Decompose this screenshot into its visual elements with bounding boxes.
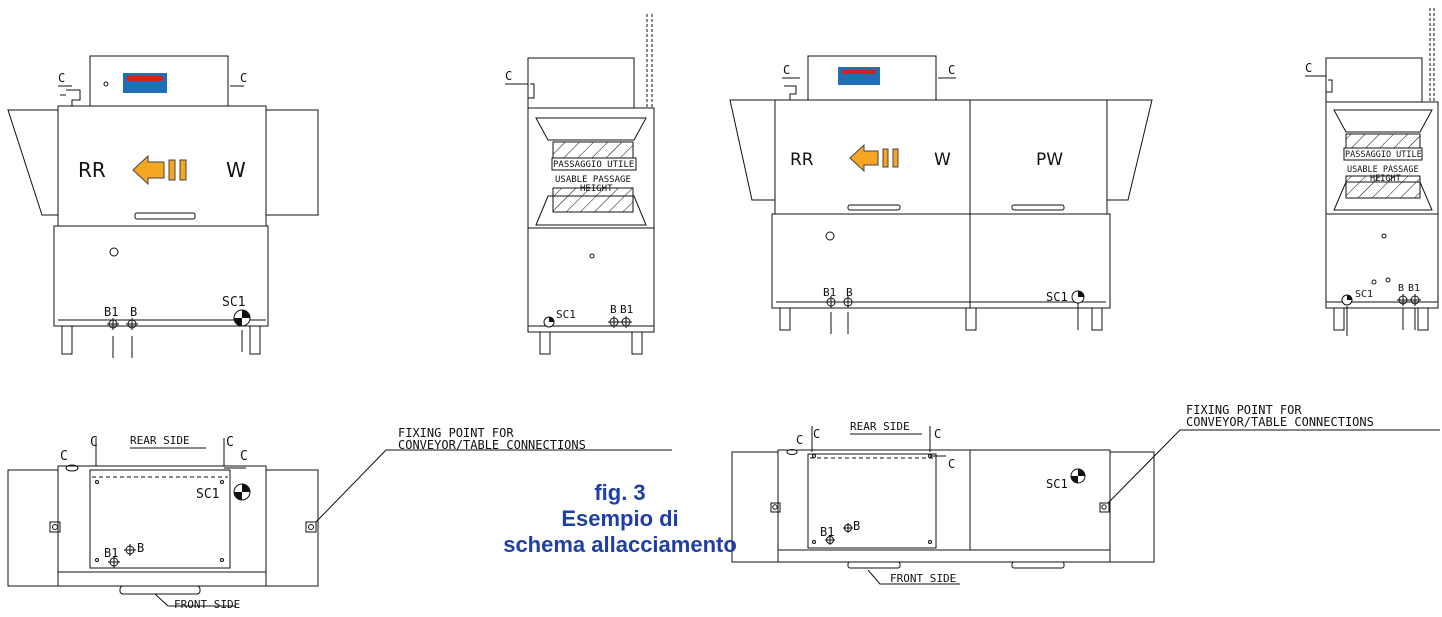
control-display [842, 70, 876, 74]
label-c: C [813, 427, 820, 441]
front-view-1 [7, 55, 319, 355]
label-sc1: SC1 [222, 295, 245, 310]
passage-label-en: USABLE PASSAGE [555, 175, 631, 185]
label-b1: B1 [620, 303, 633, 316]
label-c: C [58, 71, 65, 85]
caption-line-3: schema allacciamento [503, 532, 737, 557]
label-c: C [60, 449, 68, 464]
figure-caption: fig. 3 Esempio di schema allacciamento [470, 480, 770, 558]
drain-icon [1071, 290, 1085, 304]
caption-line-2: Esempio di [561, 506, 679, 531]
left-arrow-icon [132, 154, 187, 186]
label-sc1: SC1 [1046, 477, 1068, 491]
label-pw: PW [1036, 150, 1063, 170]
plan-view-2 [731, 426, 1440, 585]
passage-label-en-2: HEIGHT [580, 184, 613, 194]
passage-hatch-bottom [1345, 175, 1421, 199]
fixing-label-2: CONVEYOR/TABLE CONNECTIONS [1186, 415, 1374, 429]
crosshair-icon [108, 544, 136, 568]
label-c: C [240, 71, 247, 85]
plan-view-1 [7, 438, 672, 607]
door-handle [134, 212, 196, 220]
label-b: B [846, 286, 853, 299]
left-table [7, 109, 59, 216]
label-c: C [783, 63, 790, 77]
fixing-label-1: FIXING POINT FOR [398, 426, 514, 440]
rear-side-label: REAR SIDE [130, 434, 190, 447]
passage-label-it: PASSAGGIO UTILE [553, 160, 634, 170]
front-side-label: FRONT SIDE [890, 572, 956, 585]
label-sc1: SC1 [196, 487, 219, 502]
label-rr: RR [790, 150, 814, 170]
front-view-2 [729, 55, 1153, 331]
left-arrow-icon [849, 143, 899, 173]
label-b1: B1 [104, 305, 118, 319]
label-b: B [137, 541, 144, 555]
passage-label-en-2: HEIGHT [1370, 174, 1401, 184]
drain-icon [233, 309, 251, 327]
rear-side-label: REAR SIDE [850, 420, 910, 433]
label-w: W [934, 150, 951, 170]
label-b1: B1 [820, 525, 834, 539]
label-sc1: SC1 [1355, 289, 1373, 300]
crosshair-icon [825, 523, 853, 545]
front-side-label: FRONT SIDE [174, 598, 240, 611]
label-b1: B1 [1408, 283, 1420, 294]
label-w: W [226, 158, 246, 182]
label-b: B [610, 303, 617, 316]
label-sc1: SC1 [1046, 290, 1068, 304]
label-c: C [226, 435, 234, 450]
fixing-label-2: CONVEYOR/TABLE CONNECTIONS [398, 438, 586, 452]
drain-icon [1070, 468, 1086, 484]
fixing-label-1: FIXING POINT FOR [1186, 403, 1302, 417]
label-c: C [948, 63, 955, 77]
label-sc1: SC1 [556, 308, 576, 321]
label-c: C [796, 433, 803, 447]
label-c: C [90, 435, 98, 450]
label-b: B [130, 305, 137, 319]
label-b1: B1 [823, 286, 836, 299]
label-c: C [505, 69, 512, 83]
label-b: B [853, 519, 860, 533]
caption-line-1: fig. 3 [594, 480, 646, 505]
base-cabinet [53, 225, 269, 327]
control-panel [838, 67, 880, 85]
passage-label-it: PASSAGGIO UTILE [1345, 150, 1422, 160]
label-c: C [934, 427, 941, 441]
right-table [265, 109, 319, 216]
label-rr: RR [78, 158, 106, 182]
label-c: C [1305, 61, 1312, 75]
drain-icon [1341, 294, 1353, 306]
passage-hatch-bottom [552, 187, 634, 213]
passage-label-en: USABLE PASSAGE [1347, 165, 1419, 175]
drain-icon [233, 483, 251, 501]
label-b1: B1 [104, 546, 118, 560]
label-c: C [240, 449, 248, 464]
control-display [127, 76, 163, 81]
label-b: B [1398, 283, 1404, 294]
drain-icon [543, 316, 555, 328]
label-c: C [948, 457, 955, 471]
